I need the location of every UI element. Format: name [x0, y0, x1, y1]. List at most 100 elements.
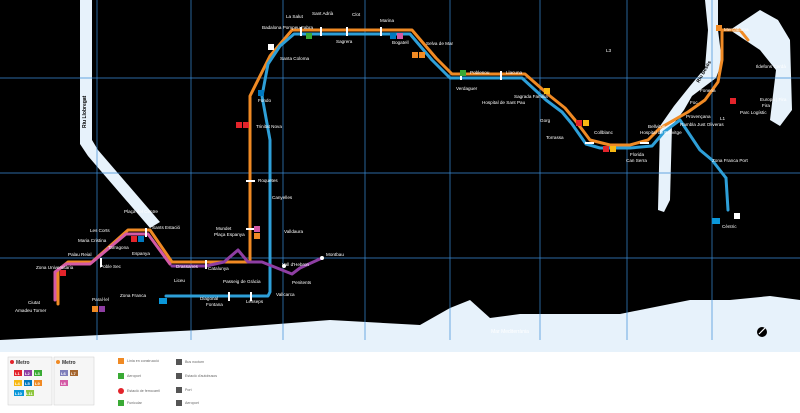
station-label[interactable]: Badalona Pompeu Fabra	[262, 25, 314, 30]
line-pink	[53, 232, 172, 302]
station-label[interactable]: Zona Franca	[120, 293, 146, 298]
svg-text:L1: L1	[15, 371, 20, 376]
station-label[interactable]: Amadeu Torner	[15, 308, 47, 313]
badge-l3-bogatell[interactable]	[460, 70, 466, 76]
station-label[interactable]: Verdaguer	[456, 86, 478, 91]
station-label[interactable]: Espanya	[132, 251, 150, 256]
station-label[interactable]: Lesseps	[246, 299, 264, 304]
station-label[interactable]: Hospital de Sant Pau	[482, 100, 526, 105]
station-label[interactable]: Can Serra	[626, 158, 647, 163]
station-label[interactable]: Liceu	[174, 278, 185, 283]
badge-l1-left[interactable]	[236, 122, 249, 128]
legend-items-right: Bus nocturn Estació d'autobusos Port Aer…	[176, 359, 217, 406]
svg-text:L6: L6	[61, 371, 66, 376]
station-label[interactable]: Plaça del Centre	[124, 209, 158, 214]
station-label[interactable]: Fondo	[258, 98, 271, 103]
station-label[interactable]: Collblanc	[594, 130, 614, 135]
badge-clot-multi[interactable]	[603, 146, 616, 152]
legend-metro-a: Metro	[16, 360, 30, 366]
station-label[interactable]: Torrassa	[546, 135, 564, 140]
station-label[interactable]: Fontana	[206, 302, 223, 307]
badge-airport-left[interactable]	[268, 44, 274, 50]
station-label[interactable]: Paral·lel	[92, 297, 109, 302]
line-l10-branch	[724, 176, 730, 212]
station-label[interactable]: Sant Adrià	[312, 11, 334, 16]
station-label[interactable]: Florida	[630, 152, 644, 157]
station-label[interactable]: Bogatell	[392, 40, 409, 45]
legend-items: Línia en construcció Aeroport Estació de…	[118, 358, 160, 406]
station-label[interactable]: Ildefons Cerdà	[756, 64, 786, 69]
station-label[interactable]: Provençana	[686, 114, 711, 119]
badge-l4-hospital[interactable]	[544, 88, 550, 94]
station-label[interactable]: Valldaura	[284, 229, 304, 234]
svg-text:L2: L2	[25, 371, 30, 376]
station-label[interactable]: Rambla Just Oliveras	[680, 122, 724, 127]
station-label[interactable]: Catalunya	[208, 266, 229, 271]
station-label[interactable]: Roquetes	[258, 178, 278, 183]
station-label[interactable]: Plaça Espanya	[214, 232, 245, 237]
station-label[interactable]: Parc Logístic	[740, 110, 767, 115]
station-label[interactable]: Mundet	[216, 226, 232, 231]
badge-sants[interactable]	[60, 270, 66, 276]
badge-l1-tarragona[interactable]	[131, 236, 144, 242]
badge-l9-bottom-left[interactable]	[92, 306, 105, 312]
station-label[interactable]: Sagrera	[336, 39, 353, 44]
station-label[interactable]: Poble Sec	[100, 264, 122, 269]
station-label[interactable]: Sagrada Família	[514, 94, 548, 99]
station-label[interactable]: Les Corts	[90, 228, 110, 233]
station-label[interactable]: Vallcarca	[276, 292, 295, 297]
station-label[interactable]: Gorg	[540, 118, 551, 123]
station-label[interactable]: Trinitat Nova	[256, 124, 282, 129]
station-label[interactable]: Drassanes	[176, 264, 199, 269]
station-label[interactable]: Llacuna	[506, 70, 523, 75]
station-label[interactable]: Penitents	[292, 280, 312, 285]
station-labels: Zona Franca Ciutat Amadeu Torner Zona Un…	[15, 11, 787, 313]
badge-l9-sagrera[interactable]	[412, 52, 425, 58]
interchange-badges[interactable]	[60, 25, 740, 312]
station-label[interactable]: Poblenou	[470, 70, 490, 75]
station-label[interactable]: Santa Coloma	[280, 56, 310, 61]
svg-text:Port: Port	[185, 388, 192, 392]
station-label[interactable]: Montbau	[326, 252, 344, 257]
line-label-l3: L3	[606, 48, 612, 53]
station-label[interactable]: Marina	[380, 18, 394, 23]
badge-l1-right[interactable]	[730, 98, 736, 104]
station-label[interactable]: Bellvitge	[648, 124, 666, 129]
station-label[interactable]: Palau Reial	[68, 252, 92, 257]
station-label[interactable]: Mercabarna	[724, 27, 749, 32]
station-label[interactable]: Maria Cristina	[78, 238, 107, 243]
station-label[interactable]: Tarragona	[108, 245, 129, 250]
station-label[interactable]: La Salut	[286, 14, 304, 19]
station-label[interactable]: Vall d'Hebron	[282, 262, 310, 267]
svg-text:Aeroport: Aeroport	[185, 401, 199, 405]
station-label[interactable]: Foc	[690, 100, 698, 105]
badge-l5-left[interactable]	[258, 90, 264, 96]
badge-l5-sagrada[interactable]	[390, 33, 403, 39]
river-left-label: Riu Llobregat	[82, 95, 88, 128]
station-label[interactable]: Canyelles	[272, 195, 293, 200]
legend-lines-a: L1 L2 L3 L4 L5 L9 L10 L11	[14, 370, 42, 396]
station-label[interactable]: Hospital de Bellvitge	[640, 130, 682, 135]
station-label[interactable]: Diagonal	[200, 296, 218, 301]
badge-airport-right[interactable]	[734, 213, 740, 219]
station-label[interactable]: Fira	[762, 103, 770, 108]
station-label[interactable]: Zona Franca Port	[712, 158, 748, 163]
station-label[interactable]: Ciutat	[28, 300, 41, 305]
station-label[interactable]: Cèntric	[722, 224, 737, 229]
station-label[interactable]: Zona Universitària	[36, 265, 74, 270]
station-label[interactable]: Selva de Mar	[426, 41, 454, 46]
badge-fira[interactable]	[254, 226, 260, 239]
station-label[interactable]: Europa | Fira	[760, 97, 787, 102]
svg-text:L5: L5	[25, 381, 30, 386]
badge-l10-bottom-left[interactable]	[159, 298, 167, 304]
badge-l1-clot[interactable]	[576, 120, 589, 126]
svg-text:L10: L10	[15, 391, 23, 396]
station-label[interactable]: Sants Estació	[152, 225, 181, 230]
badge-l3-zona[interactable]	[306, 33, 312, 39]
station-label[interactable]: Passeig de Gràcia	[223, 279, 261, 284]
station-label[interactable]: Clot	[352, 12, 361, 17]
svg-text:L3: L3	[35, 371, 40, 376]
badge-l9-top-right[interactable]	[716, 25, 722, 31]
svg-text:Estació de ferrocarril: Estació de ferrocarril	[127, 389, 160, 393]
station-label[interactable]: Foneria	[700, 88, 716, 93]
